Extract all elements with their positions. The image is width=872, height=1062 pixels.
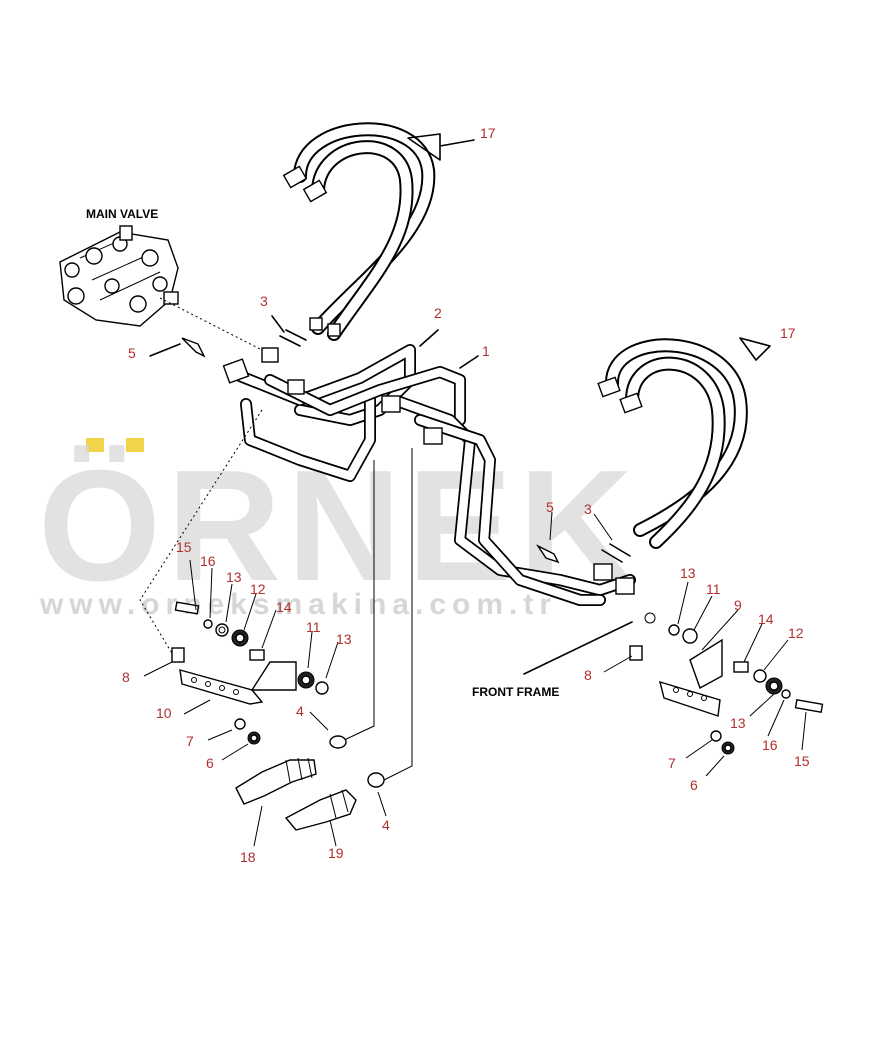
main-valve-illustration (59, 225, 179, 327)
leader-2 (419, 329, 439, 347)
leader-4-upper-line (339, 460, 375, 743)
leader-1 (459, 355, 479, 369)
callout-11-right: 11 (706, 581, 721, 597)
callout-7-right: 7 (668, 755, 676, 771)
callout-1: 1 (482, 343, 490, 359)
callout-4-lower: 4 (382, 817, 390, 833)
callout-numbers: 17 17 3 2 1 5 5 3 15 16 13 12 14 11 13 8… (122, 125, 810, 865)
callout-13-right-a: 13 (680, 565, 696, 581)
watermark-umlaut-dot-right (126, 438, 144, 452)
callout-4-upper: 4 (296, 703, 304, 719)
callout-6-right: 6 (690, 777, 698, 793)
callout-17-left: 17 (480, 125, 496, 141)
callout-6-left: 6 (206, 755, 214, 771)
callout-12-left: 12 (250, 581, 266, 597)
leader-front-frame (523, 621, 633, 675)
callout-16-left: 16 (200, 553, 216, 569)
callout-5-left: 5 (128, 345, 136, 361)
callout-14-right: 14 (758, 611, 774, 627)
callout-3-left: 3 (260, 293, 268, 309)
hardware-right (535, 543, 824, 755)
hardware-left (149, 315, 385, 788)
callout-8-left: 8 (122, 669, 130, 685)
watermark-url: www.orneksmakina.com.tr (39, 588, 557, 621)
leader-17-right (739, 337, 771, 361)
watermark-umlaut-dot-left (86, 438, 104, 452)
hose-17-right (597, 338, 748, 549)
callout-2: 2 (434, 305, 442, 321)
callout-13-right-b: 13 (730, 715, 746, 731)
tube-assembly (222, 344, 636, 606)
callout-5-right: 5 (546, 499, 554, 515)
callout-leaders (143, 511, 807, 847)
callout-13-left-a: 13 (226, 569, 242, 585)
callout-13-left-b: 13 (336, 631, 352, 647)
callout-19: 19 (328, 845, 344, 861)
callout-11-left: 11 (306, 619, 321, 635)
leader-dashed-left (139, 409, 263, 661)
callout-9: 9 (734, 597, 742, 613)
callout-3-right: 3 (584, 501, 592, 517)
hose-19 (284, 789, 357, 831)
leader-17-left (407, 133, 441, 161)
callout-15-left: 15 (176, 539, 192, 555)
callout-12-right: 12 (788, 625, 804, 641)
callout-18: 18 (240, 849, 256, 865)
main-valve-label: MAIN VALVE (86, 207, 158, 221)
callout-7-left: 7 (186, 733, 194, 749)
leader-4-lower-line (383, 448, 413, 781)
callout-16-right: 16 (762, 737, 778, 753)
callout-10: 10 (156, 705, 172, 721)
hose-17-left (282, 122, 436, 341)
hose-18 (235, 757, 317, 805)
callout-17-right: 17 (780, 325, 796, 341)
callout-14-left: 14 (276, 599, 292, 615)
callout-8-right: 8 (584, 667, 592, 683)
leader-dashed (159, 297, 263, 351)
callout-15-right: 15 (794, 753, 810, 769)
front-frame-label: FRONT FRAME (472, 685, 559, 699)
